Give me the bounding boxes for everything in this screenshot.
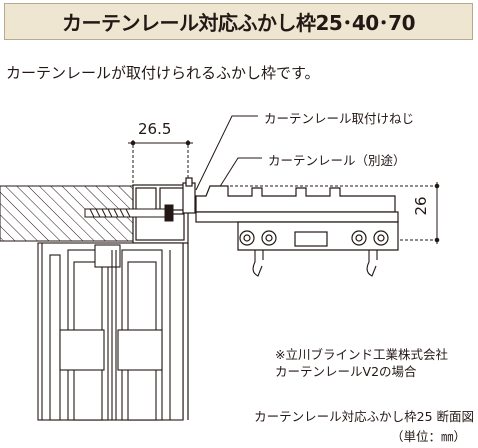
label-screw: カーテンレール取付けねじ <box>264 111 415 126</box>
screw-icon <box>84 204 174 222</box>
label-rail: カーテンレール（別途） <box>268 153 406 168</box>
title-bar: カーテンレール対応ふかし枠25･40･70 <box>4 3 473 40</box>
subtitle: カーテンレールが取付けられるふかし枠です。 <box>6 64 320 82</box>
dimension-width-label: 26.5 <box>138 120 172 138</box>
note-line-2: カーテンレールV2の場合 <box>275 364 417 379</box>
dimension-height-label: 26 <box>412 196 430 216</box>
page-title: カーテンレール対応ふかし枠25･40･70 <box>62 11 416 35</box>
unit-label: （単位：㎜） <box>390 429 466 444</box>
runner-hooks <box>252 250 378 277</box>
window-frame <box>37 242 184 421</box>
curtain-rail <box>195 185 399 251</box>
diagram-caption: カーテンレール対応ふかし枠25 断面図 <box>254 409 474 424</box>
dimension-width <box>128 140 193 185</box>
manufacturer-note: ※立川ブラインド工業株式会社 カーテンレールV2の場合 <box>275 346 448 380</box>
note-line-1: ※立川ブラインド工業株式会社 <box>275 347 448 362</box>
leader-lines <box>195 115 262 197</box>
